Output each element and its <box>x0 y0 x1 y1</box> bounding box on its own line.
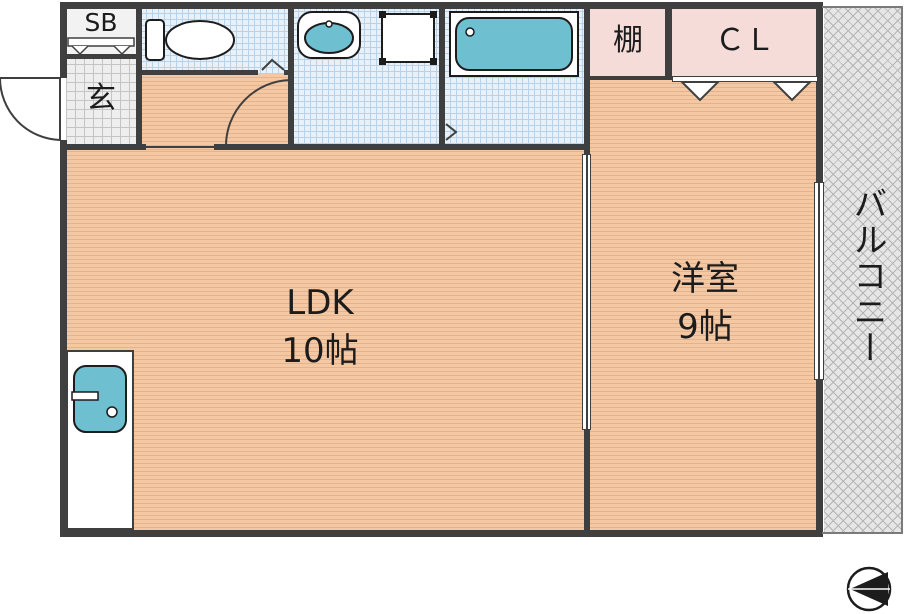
balcony-floor <box>824 8 902 532</box>
shelf-label: 棚 <box>613 23 643 58</box>
sliding-partition-rail <box>586 154 588 430</box>
wall-washroom-bath <box>439 2 445 150</box>
shoe-box-label: SB <box>84 8 118 37</box>
outer-wall-left-upper <box>60 2 67 78</box>
toilet-icon <box>145 19 235 61</box>
bath-door-icon <box>445 123 458 141</box>
outer-wall-left-lower <box>60 140 67 537</box>
ldk-name-label: LDK <box>286 283 354 323</box>
closet-rail <box>672 76 818 82</box>
western-room-name-label: 洋室 <box>671 259 739 299</box>
closet-label: ＣＬ <box>715 23 775 58</box>
washing-machine-icon <box>379 11 437 65</box>
closet-hanger-icon <box>679 81 813 102</box>
balcony-label: バルコニー <box>847 186 887 366</box>
closet-area <box>672 8 816 80</box>
balcony-edge-top <box>822 6 903 8</box>
wall-entrance-hall <box>136 2 142 150</box>
wall-storage-bottom <box>590 76 668 80</box>
balcony-edge-right <box>901 8 903 532</box>
ldk-floor <box>66 150 584 532</box>
compass-icon <box>846 566 892 612</box>
wall-ldk-top-right <box>214 144 590 150</box>
outer-wall-right-upper <box>816 2 823 182</box>
entrance-floor <box>66 58 138 146</box>
shelf-area <box>590 8 666 80</box>
western-room-floor <box>590 80 820 532</box>
entrance-door-icon <box>0 77 61 142</box>
toilet-door-icon <box>261 58 285 71</box>
wall-ldk-top-left <box>60 144 146 150</box>
outer-wall-right-lower <box>816 380 823 537</box>
washbasin-icon <box>297 11 361 59</box>
wall-toilet-washroom <box>288 2 294 150</box>
wall-shelf-closet <box>665 2 672 80</box>
western-room-size-label: 9帖 <box>677 307 733 347</box>
bathtub-icon <box>449 11 579 77</box>
hallway-door-icon <box>225 79 291 147</box>
balcony-edge-bottom <box>822 532 903 534</box>
balcony-window-rail <box>818 182 820 380</box>
hallway-floor <box>140 74 290 150</box>
entrance-label: 玄 <box>86 81 116 116</box>
outer-wall-bottom <box>60 530 822 537</box>
kitchen-sink-icon <box>71 365 127 433</box>
ldk-size-label: 10帖 <box>281 331 359 371</box>
wall-toilet-bottom-left <box>136 70 258 75</box>
sb-shelf-icon <box>67 37 135 56</box>
wall-entrance-sb <box>60 54 140 59</box>
